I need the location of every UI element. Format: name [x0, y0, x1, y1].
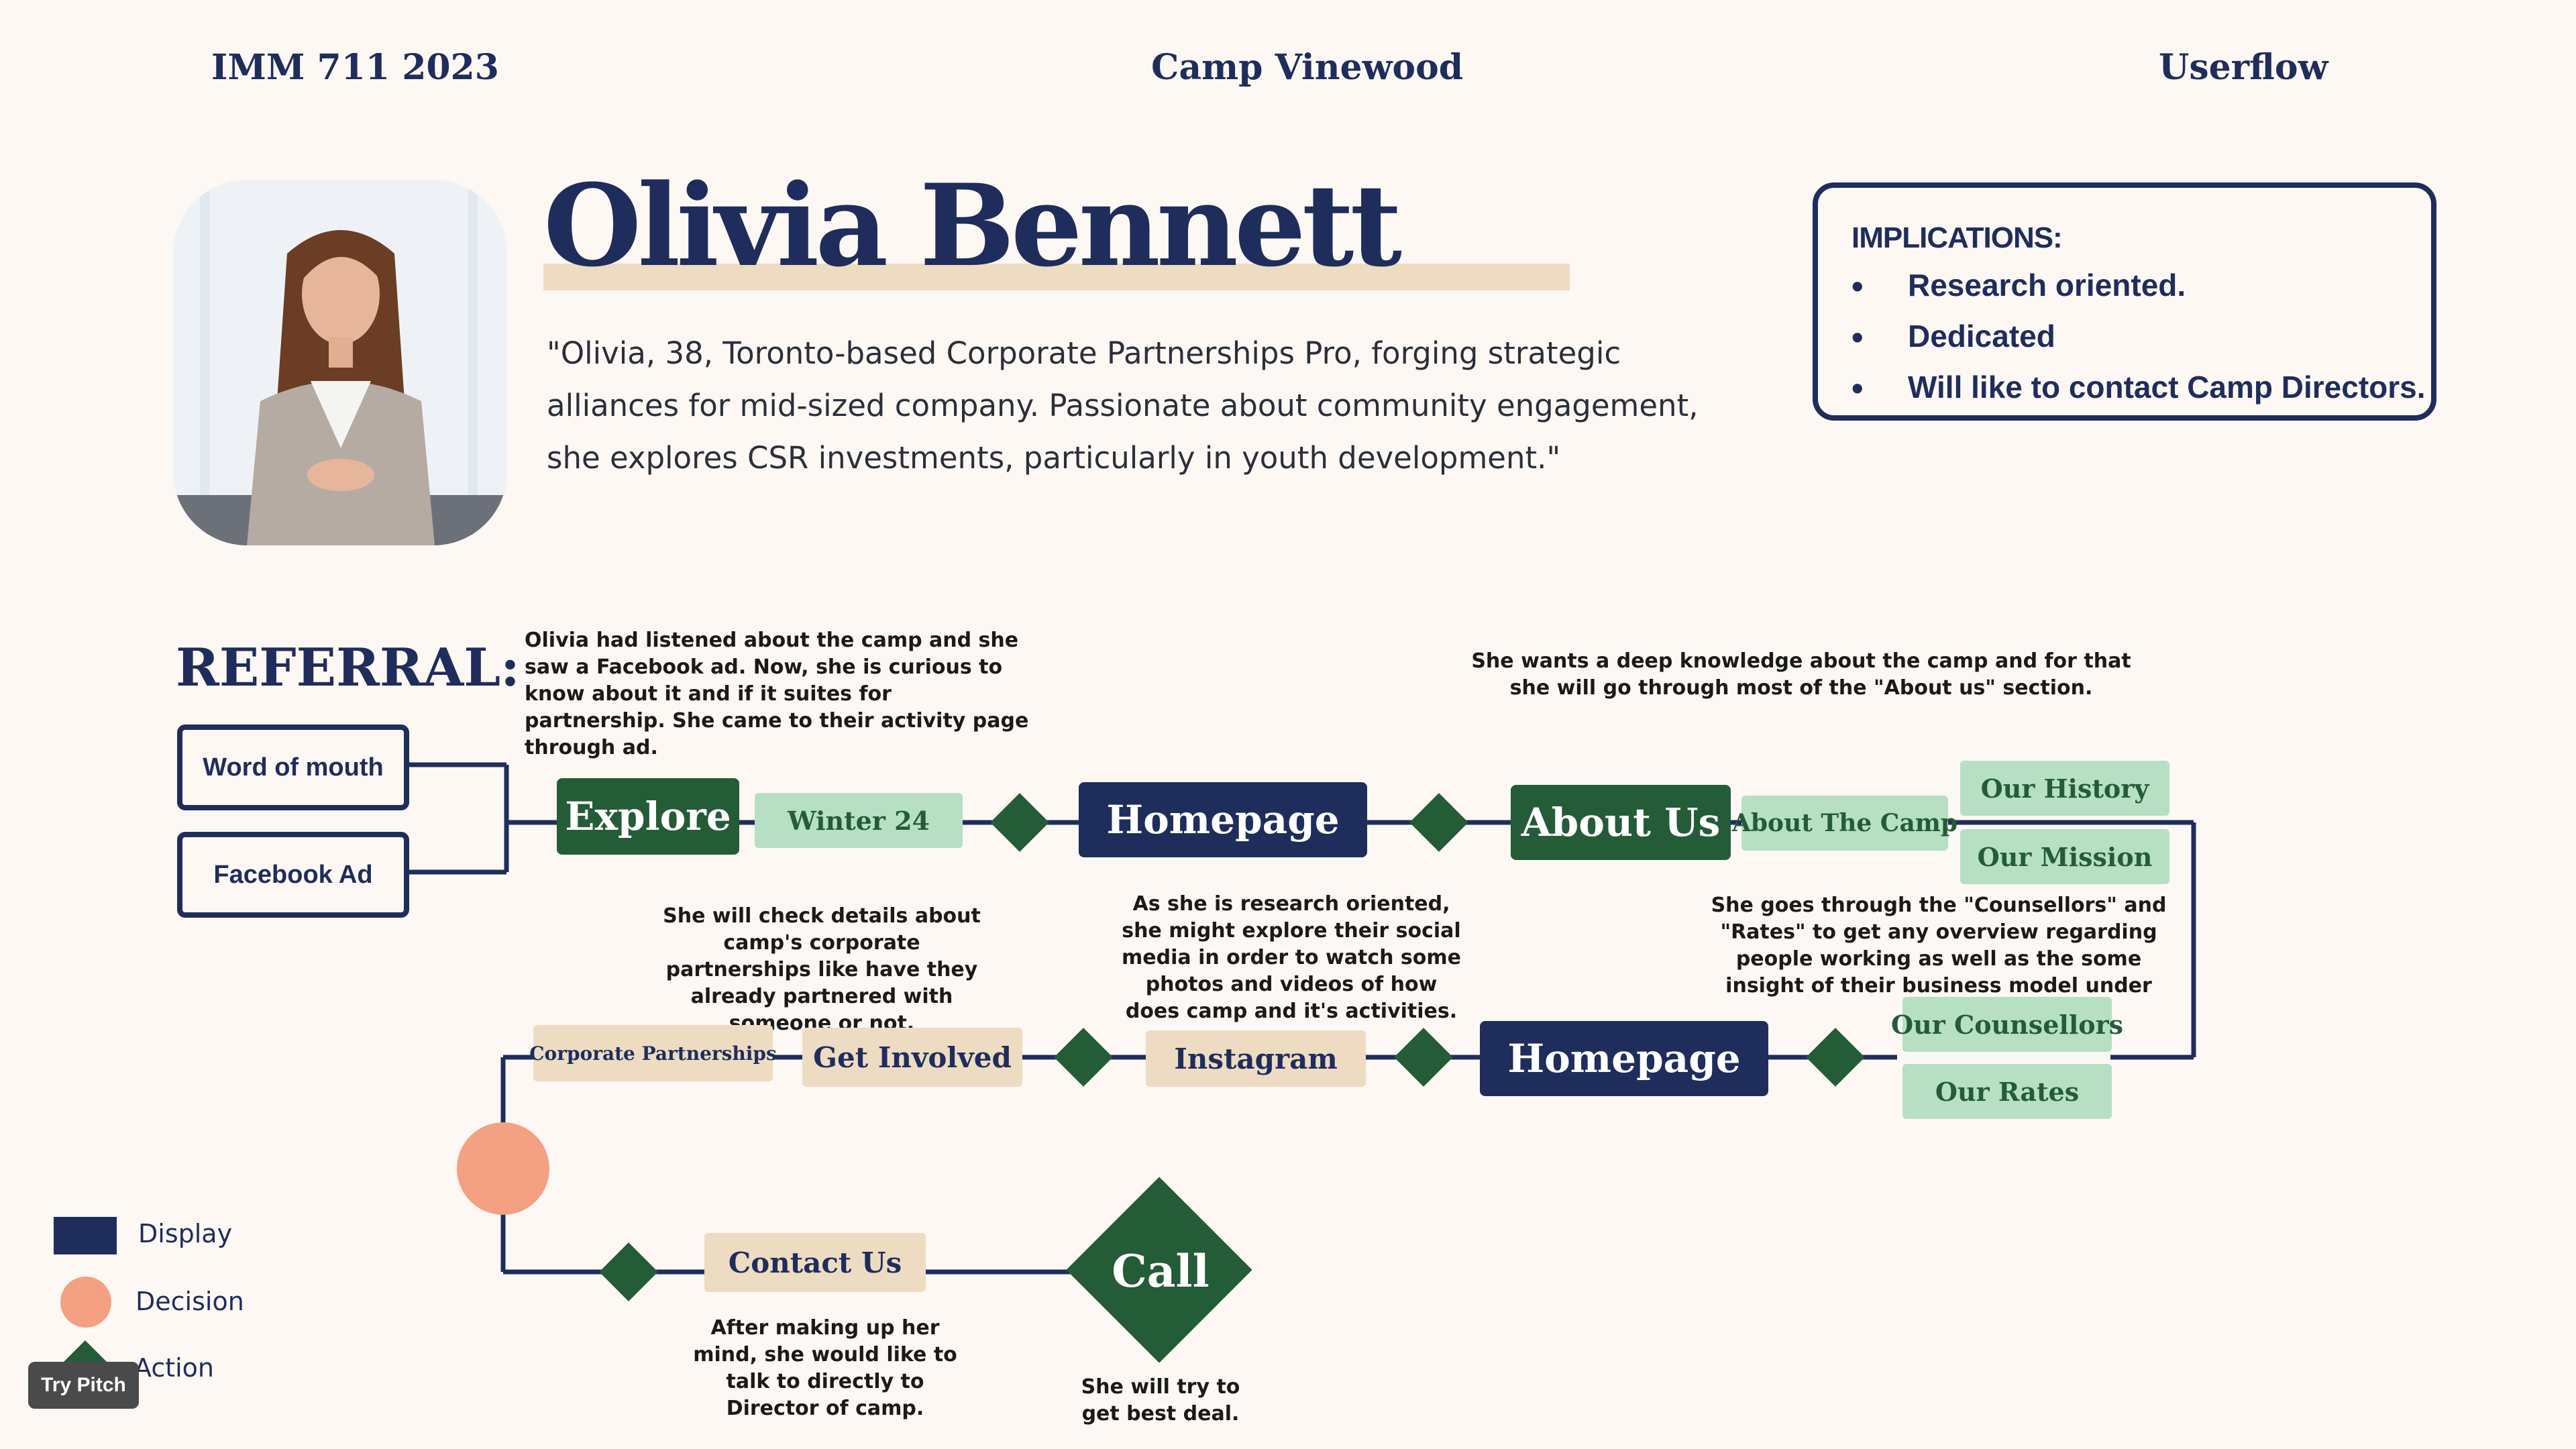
legend-decision-label: Decision: [136, 1287, 244, 1316]
flow-our-history: Our History: [1960, 761, 2169, 816]
flow-winter-24: Winter 24: [755, 793, 963, 848]
flow-explore: Explore: [557, 778, 739, 855]
contact-note: After making up her mind, she would like…: [678, 1315, 973, 1422]
legend-display-label: Display: [138, 1219, 232, 1248]
referral-title: REFERRAL:: [176, 637, 520, 698]
legend-display-swatch: [54, 1217, 117, 1254]
referral-word-of-mouth: Word of mouth: [177, 724, 409, 810]
flow-about-the-camp: About The Camp: [1741, 796, 1948, 851]
flow-contact-us: Contact Us: [704, 1233, 926, 1292]
instagram-note: As she is research oriented, she might e…: [1120, 891, 1462, 1025]
flow-instagram: Instagram: [1146, 1030, 1366, 1087]
try-pitch-button[interactable]: Try Pitch: [28, 1362, 139, 1409]
about-note: She wants a deep knowledge about the cam…: [1466, 648, 2137, 702]
referral-note: Olivia had listened about the camp and s…: [525, 627, 1034, 761]
corporate-note: She will check details about camp's corp…: [657, 903, 986, 1037]
referral-facebook-ad: Facebook Ad: [177, 832, 409, 918]
flow-about-us: About Us: [1511, 785, 1731, 860]
flow-homepage-1: Homepage: [1079, 782, 1367, 857]
legend-decision-swatch: [60, 1277, 111, 1328]
flow-homepage-2: Homepage: [1480, 1021, 1768, 1096]
legend-action-label: Action: [134, 1353, 214, 1383]
flow-our-rates: Our Rates: [1902, 1064, 2112, 1119]
flow-our-mission: Our Mission: [1960, 829, 2169, 884]
call-note: She will try to get best deal.: [1077, 1374, 1244, 1428]
flow-get-involved: Get Involved: [802, 1028, 1022, 1087]
decision-circle: [457, 1122, 549, 1215]
flow-call: Call: [1060, 1231, 1261, 1311]
flow-our-counsellors: Our Counsellors: [1902, 997, 2112, 1052]
flow-corporate-partnerships: Corporate Partnerships: [533, 1025, 773, 1081]
